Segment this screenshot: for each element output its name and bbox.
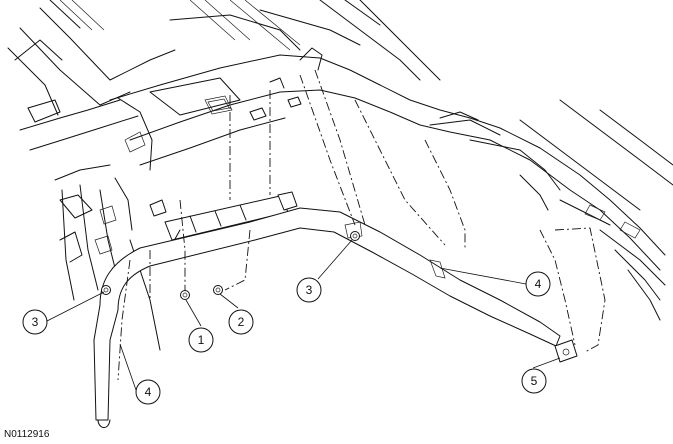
bolt-center — [350, 231, 360, 241]
callout-3-center: 3 — [296, 277, 322, 303]
callout-4-right-label: 4 — [535, 277, 542, 291]
callout-3-left: 3 — [22, 309, 48, 335]
callout-1: 1 — [188, 327, 214, 353]
callout-2-label: 2 — [238, 315, 245, 329]
bolt-left-pillar — [101, 285, 111, 295]
callout-3-center-label: 3 — [306, 283, 313, 297]
dashed-routing-lines — [117, 69, 606, 381]
callout-2: 2 — [228, 309, 254, 335]
callout-5: 5 — [521, 368, 547, 394]
vehicle-body-structure — [7, 0, 673, 351]
callout-4-right: 4 — [525, 271, 551, 297]
callout-5-label: 5 — [531, 374, 538, 388]
fasteners — [101, 231, 578, 363]
callout-leaders — [46, 239, 561, 391]
bolt-2 — [213, 285, 223, 295]
bolt-5 — [554, 339, 578, 363]
callout-4-left-label: 4 — [145, 385, 152, 399]
curtain-airbag-tube — [93, 207, 561, 428]
figure-reference-code: N0112916 — [4, 429, 50, 440]
callout-1-label: 1 — [198, 333, 205, 347]
callout-4-left: 4 — [135, 379, 161, 405]
callout-3-left-label: 3 — [32, 315, 39, 329]
bolt-1 — [180, 290, 190, 300]
